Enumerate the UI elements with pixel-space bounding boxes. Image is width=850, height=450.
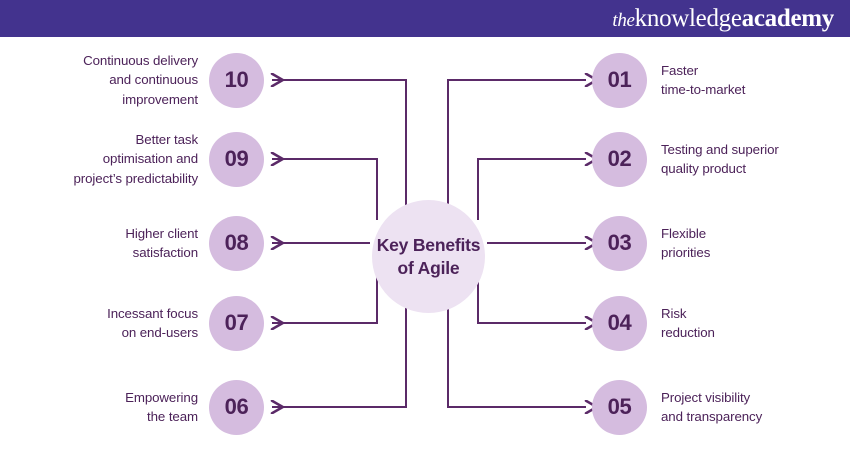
connector-item-04 <box>477 268 586 323</box>
connector-item-01 <box>447 80 586 244</box>
list-item-03[interactable]: 03 Flexible priorities <box>592 215 842 271</box>
item-number-08[interactable]: 08 <box>209 215 264 271</box>
item-label-07: Incessant focus on end-users <box>107 305 198 340</box>
item-label-08: Higher client satisfaction <box>125 225 198 260</box>
item-label-02: Testing and superior quality product <box>661 141 779 176</box>
list-item-08[interactable]: Higher client satisfaction 08 <box>38 215 264 271</box>
item-number-06[interactable]: 06 <box>209 379 264 435</box>
list-item-04[interactable]: 04 Risk reduction <box>592 295 842 351</box>
list-item-05[interactable]: 05 Project visibility and transparency <box>592 379 842 435</box>
list-item-01[interactable]: 01 Faster time-to-market <box>592 52 842 108</box>
connector-item-07 <box>272 268 378 323</box>
list-item-09[interactable]: Better task optimisation and project’s p… <box>38 131 264 187</box>
item-number-09[interactable]: 09 <box>209 131 264 187</box>
header-bar: theknowledgeacademy <box>0 0 850 37</box>
center-hub-title: Key Benefits of Agile <box>376 235 481 278</box>
item-label-01: Faster time-to-market <box>661 62 746 97</box>
item-label-06: Empowering the team <box>125 389 198 424</box>
connector-item-02 <box>477 159 586 220</box>
brand-logo: theknowledgeacademy <box>612 6 834 31</box>
item-number-04[interactable]: 04 <box>592 295 647 351</box>
item-label-05: Project visibility and transparency <box>661 389 763 424</box>
item-number-02[interactable]: 02 <box>592 131 647 187</box>
list-item-10[interactable]: Continuous delivery and continuous impro… <box>38 52 264 108</box>
list-item-06[interactable]: Empowering the team 06 <box>38 379 264 435</box>
item-label-09: Better task optimisation and project’s p… <box>73 132 199 186</box>
item-number-01[interactable]: 01 <box>592 52 647 108</box>
item-label-03: Flexible priorities <box>661 225 711 260</box>
list-item-07[interactable]: Incessant focus on end-users 07 <box>38 295 264 351</box>
logo-knowledge-text: knowledge <box>634 5 742 32</box>
item-number-10[interactable]: 10 <box>209 52 264 108</box>
item-number-03[interactable]: 03 <box>592 215 647 271</box>
logo-academy-text: academy <box>741 5 835 32</box>
item-label-10: Continuous delivery and continuous impro… <box>83 53 198 107</box>
item-number-05[interactable]: 05 <box>592 379 647 435</box>
center-hub: Key Benefits of Agile <box>372 200 485 313</box>
connector-item-09 <box>272 159 378 220</box>
item-number-07[interactable]: 07 <box>209 295 264 351</box>
logo-the-text: the <box>612 10 635 31</box>
item-label-04: Risk reduction <box>661 305 715 340</box>
connector-item-10 <box>272 80 407 244</box>
list-item-02[interactable]: 02 Testing and superior quality product <box>592 131 842 187</box>
agile-benefits-diagram: Key Benefits of Agile Continuous deliver… <box>0 37 850 450</box>
